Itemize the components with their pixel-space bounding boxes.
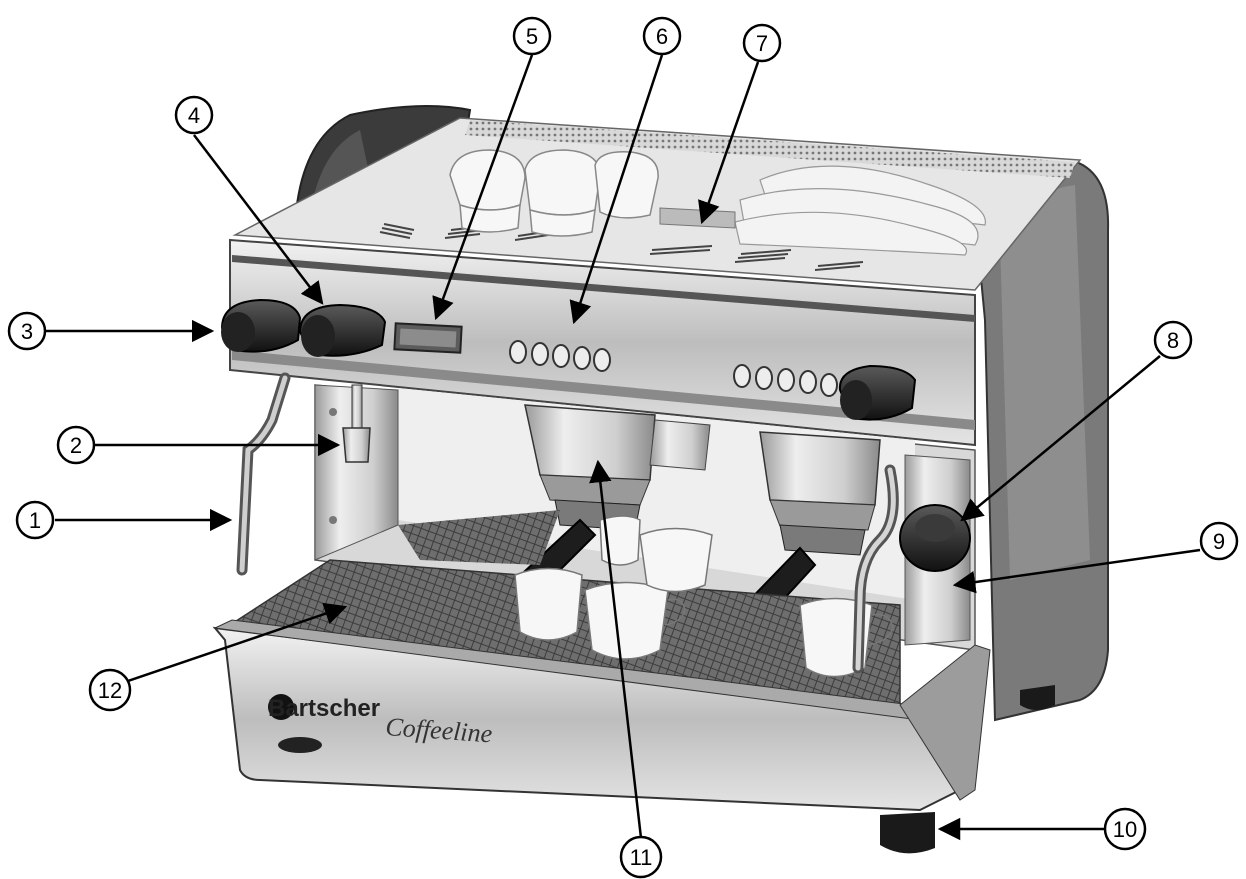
steam-wand-left[interactable] bbox=[236, 372, 291, 576]
button-group-left bbox=[509, 340, 611, 372]
selection-button[interactable] bbox=[573, 346, 591, 370]
callout-number: 1 bbox=[29, 508, 41, 533]
group-head-right bbox=[759, 431, 881, 531]
brand-name: Bartscher bbox=[268, 695, 380, 722]
knob-right-front[interactable] bbox=[838, 364, 917, 421]
callout-1: 1 bbox=[15, 500, 55, 540]
callout-number: 9 bbox=[1213, 529, 1225, 554]
callout-10: 10 bbox=[1103, 807, 1147, 851]
callout-number: 7 bbox=[756, 31, 768, 56]
callout-4: 4 bbox=[174, 95, 214, 135]
callout-11: 11 bbox=[619, 835, 663, 879]
callout-number: 3 bbox=[21, 319, 33, 344]
selection-button[interactable] bbox=[593, 348, 611, 372]
callout-number: 10 bbox=[1113, 817, 1137, 842]
hot-water-outlet bbox=[342, 384, 371, 463]
knob-left-1[interactable] bbox=[220, 298, 302, 353]
callout-number: 6 bbox=[656, 24, 668, 49]
callout-3: 3 bbox=[7, 311, 47, 351]
callout-8: 8 bbox=[1153, 320, 1193, 360]
knob-left-2[interactable] bbox=[298, 303, 387, 357]
callout-number: 11 bbox=[630, 845, 653, 870]
selection-button[interactable] bbox=[552, 344, 570, 368]
adjustable-foot bbox=[880, 812, 935, 854]
selection-button[interactable] bbox=[820, 373, 838, 397]
selection-button[interactable] bbox=[531, 342, 549, 366]
callout-5: 5 bbox=[512, 16, 552, 56]
callout-2: 2 bbox=[56, 425, 96, 465]
machine-body bbox=[212, 105, 1110, 854]
callout-markers: 1 2 3 4 5 6 7 8 9 10 11 12 bbox=[7, 16, 1239, 879]
steam-wand-right[interactable] bbox=[852, 464, 899, 674]
selection-button[interactable] bbox=[777, 368, 795, 392]
callout-number: 2 bbox=[70, 433, 82, 458]
callout-7: 7 bbox=[742, 23, 782, 63]
callout-number: 8 bbox=[1167, 328, 1179, 353]
callout-number: 4 bbox=[188, 103, 200, 128]
steam-knob-right[interactable] bbox=[899, 504, 971, 572]
selection-button[interactable] bbox=[799, 370, 817, 394]
button-group-right bbox=[733, 364, 838, 397]
callout-number: 5 bbox=[526, 24, 538, 49]
callouts bbox=[45, 54, 1201, 841]
selection-button[interactable] bbox=[755, 366, 773, 390]
selection-button[interactable] bbox=[733, 364, 751, 388]
selection-button[interactable] bbox=[509, 340, 527, 364]
callout-9: 9 bbox=[1199, 521, 1239, 561]
callout-6: 6 bbox=[642, 16, 682, 56]
callout-number: 12 bbox=[98, 678, 122, 703]
callout-12: 12 bbox=[88, 668, 132, 712]
group-head-left bbox=[524, 404, 711, 506]
foot-front-left bbox=[278, 737, 322, 753]
saucers-stack bbox=[734, 165, 986, 256]
